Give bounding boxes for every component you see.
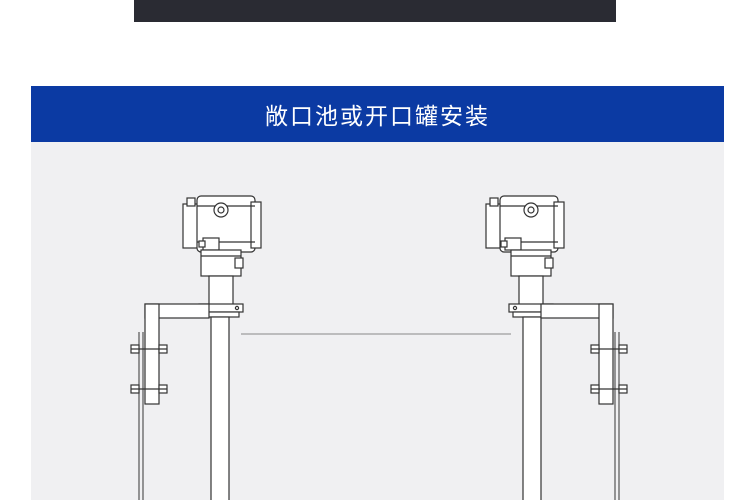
right-transmitter (485, 195, 565, 500)
diagram-panel (31, 142, 724, 500)
top-banner (134, 0, 616, 22)
section-title: 敞口池或开口罐安装 (265, 104, 490, 130)
section-header: 敞口池或开口罐安装 (31, 86, 724, 142)
installation-diagram (130, 195, 628, 500)
left-transmitter (182, 195, 262, 500)
left-mounting-bracket (130, 303, 210, 500)
right-mounting-bracket (540, 303, 628, 500)
